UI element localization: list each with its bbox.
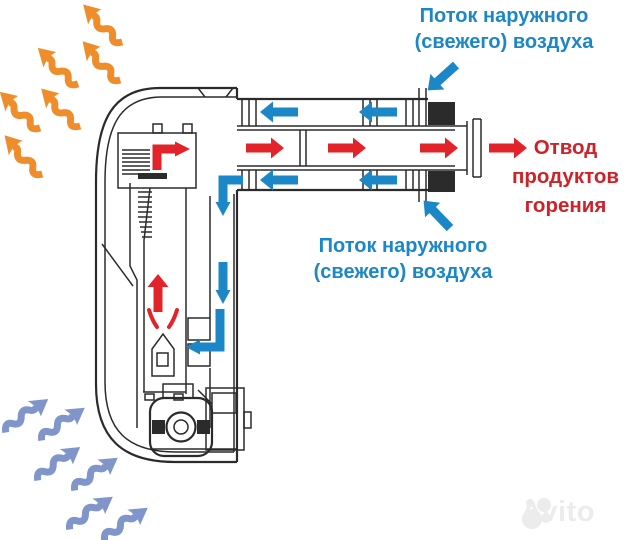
wall-face-lines bbox=[418, 88, 427, 202]
pump-hub bbox=[173, 419, 189, 435]
fresh-air-intake-arrow-icon bbox=[416, 193, 458, 236]
avito-logo-icon bbox=[522, 498, 551, 529]
inner-pipe-walls bbox=[237, 125, 467, 171]
inner-pipe-joint bbox=[299, 130, 307, 166]
fresh-air-down-arrowhead bbox=[215, 290, 231, 304]
burner-nozzle bbox=[156, 352, 169, 367]
flame-icon bbox=[167, 308, 179, 329]
exchanger-tab bbox=[152, 123, 163, 134]
chamber-foot bbox=[144, 393, 155, 401]
casing-top-notch bbox=[197, 87, 234, 98]
combustion-rise-arrow-icon bbox=[147, 274, 169, 312]
watermark: Avito bbox=[521, 496, 595, 529]
exhaust-arrows bbox=[147, 137, 527, 312]
outer-pipe-walls bbox=[237, 97, 428, 192]
exchanger-bar bbox=[138, 173, 167, 179]
exhaust-label: Отвод продуктов горения bbox=[504, 133, 627, 220]
exhaust-label-line2: продуктов bbox=[512, 165, 619, 188]
pump-brace bbox=[150, 389, 238, 450]
fresh-air-arrow-icon bbox=[359, 169, 397, 191]
exhaust-bend-arrowhead bbox=[175, 141, 190, 157]
pump-rotor bbox=[165, 411, 197, 443]
exhaust-label-line1: Отвод bbox=[533, 136, 598, 159]
flame-icon bbox=[147, 308, 159, 329]
fresh-air-arrows bbox=[186, 57, 464, 355]
burner-icon bbox=[151, 332, 175, 377]
fresh-air-label-top: Поток наружного (свежего) воздуха bbox=[398, 3, 610, 55]
exhaust-arrow-icon bbox=[328, 137, 366, 159]
fresh-air-bend-arrow bbox=[218, 175, 243, 203]
coaxial-pipe bbox=[237, 88, 482, 202]
heat-arrow-icon bbox=[0, 85, 45, 137]
pump-side-tab bbox=[243, 411, 252, 429]
fresh-air-label-bottom-line2: (свежего) воздуха bbox=[313, 261, 493, 283]
fresh-air-arrow-icon bbox=[359, 101, 397, 123]
boiler-casing-inner bbox=[104, 96, 237, 453]
fresh-air-label-top-line1: Поток наружного bbox=[419, 5, 589, 27]
exhaust-arrow-icon bbox=[246, 137, 284, 159]
fresh-air-intake-arrow-icon bbox=[420, 57, 464, 99]
boiler-casing-outer bbox=[94, 86, 237, 464]
exhaust-arrow-icon bbox=[420, 137, 458, 159]
pump-band bbox=[197, 420, 210, 434]
air-duct-box bbox=[187, 317, 211, 341]
exchanger-tab bbox=[182, 123, 193, 134]
combustion-chamber bbox=[143, 187, 187, 394]
heat-arrow-icon bbox=[31, 41, 83, 93]
inner-panel-slant bbox=[101, 243, 134, 287]
fresh-air-label-bottom-line1: Поток наружного bbox=[318, 235, 488, 257]
fresh-air-arrow-icon bbox=[260, 169, 298, 191]
fresh-air-label-top-line2: (свежего) воздуха bbox=[414, 31, 594, 53]
heat-arrow-icon bbox=[0, 129, 48, 183]
heat-arrow-icon bbox=[34, 82, 85, 135]
flue-terminal-collar bbox=[466, 118, 482, 178]
fresh-air-burner-arrowhead bbox=[186, 339, 200, 355]
exhaust-label-line3: горения bbox=[524, 194, 607, 217]
exhaust-bend-arrow bbox=[152, 144, 176, 170]
intake-channel-walls bbox=[209, 194, 235, 452]
fresh-air-bend-arrowhead bbox=[215, 202, 231, 216]
pump-band bbox=[152, 420, 165, 434]
chamber-front-edge bbox=[129, 183, 138, 428]
wall-block bbox=[428, 102, 455, 125]
pump-mount bbox=[162, 383, 194, 399]
fresh-air-label-bottom: Поток наружного (свежего) воздуха bbox=[300, 233, 506, 285]
fresh-air-burner-arrow bbox=[199, 309, 225, 352]
heat-wave-arrows bbox=[0, 0, 127, 183]
exchanger-fins bbox=[122, 149, 150, 175]
pump-side-cap bbox=[211, 392, 237, 414]
pump-body bbox=[148, 396, 214, 458]
fresh-air-arrow-icon bbox=[260, 101, 298, 123]
wall-block bbox=[428, 171, 455, 192]
boiler-body bbox=[94, 86, 252, 464]
room-air-arrows bbox=[0, 391, 153, 540]
